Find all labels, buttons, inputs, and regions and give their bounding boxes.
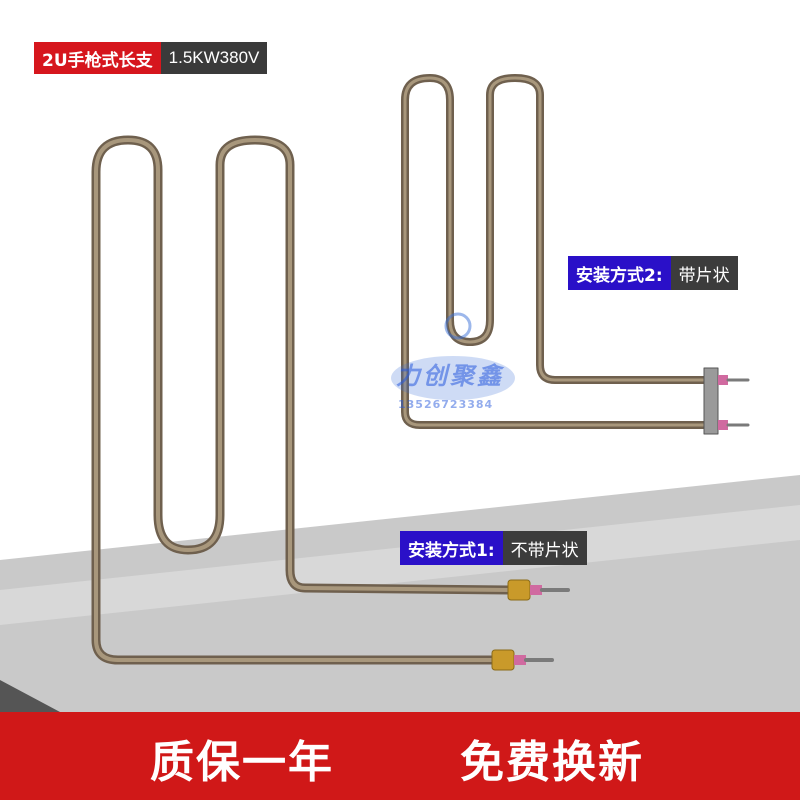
install-method-2-label: 安装方式2:	[568, 256, 671, 290]
corner-shade	[0, 680, 60, 712]
promo-bar	[0, 712, 800, 800]
install-method-1-value: 不带片状	[502, 531, 587, 565]
insulator	[530, 585, 542, 595]
model-name: 2U手枪式长支	[34, 42, 161, 74]
watermark-phone: 13526723384	[398, 398, 494, 411]
background-stripe	[0, 505, 800, 625]
insulator	[514, 655, 526, 665]
insulator	[718, 375, 728, 385]
install-method-2-badge: 安装方式2: 带片状	[568, 256, 738, 290]
brass-fitting	[507, 579, 531, 601]
heating-element-1	[91, 135, 570, 671]
brass-fitting	[491, 649, 515, 671]
promo-replacement: 免费换新	[460, 737, 644, 788]
model-badge: 2U手枪式长支 1.5KW380V	[34, 42, 268, 74]
install-method-1-badge: 安装方式1: 不带片状	[400, 531, 587, 565]
install-method-2-value: 带片状	[670, 256, 738, 290]
promo-warranty: 质保一年	[150, 737, 334, 788]
watermark-brand: 力创聚鑫	[396, 362, 504, 390]
model-spec: 1.5KW380V	[160, 42, 268, 74]
heating-element-2	[401, 74, 750, 435]
mounting-flange	[703, 367, 719, 435]
insulator	[718, 420, 728, 430]
install-method-1-label: 安装方式1:	[400, 531, 503, 565]
